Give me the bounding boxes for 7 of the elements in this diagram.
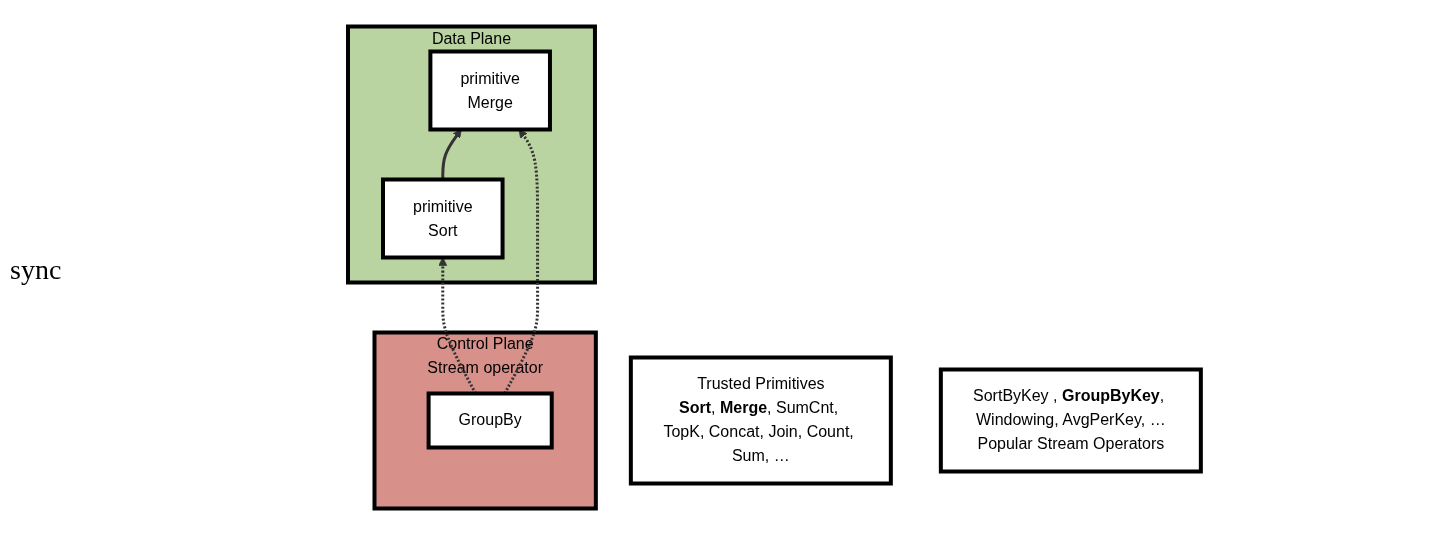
node-box: primitive Sort — [381, 177, 505, 260]
arrow — [441, 129, 462, 180]
node-box: primitive Merge — [428, 49, 553, 132]
node-box: GroupBy — [426, 391, 554, 450]
note-text: sync — [10, 253, 63, 286]
node-box: SortByKey , GroupByKey, Windowing, AvgPerKey, … Popular Stream Operators — [938, 367, 1203, 474]
node-box: Trusted Primitives Sort, Merge, SumCnt, TopK, Concat, Join, Count, Sum, … — [628, 355, 893, 486]
